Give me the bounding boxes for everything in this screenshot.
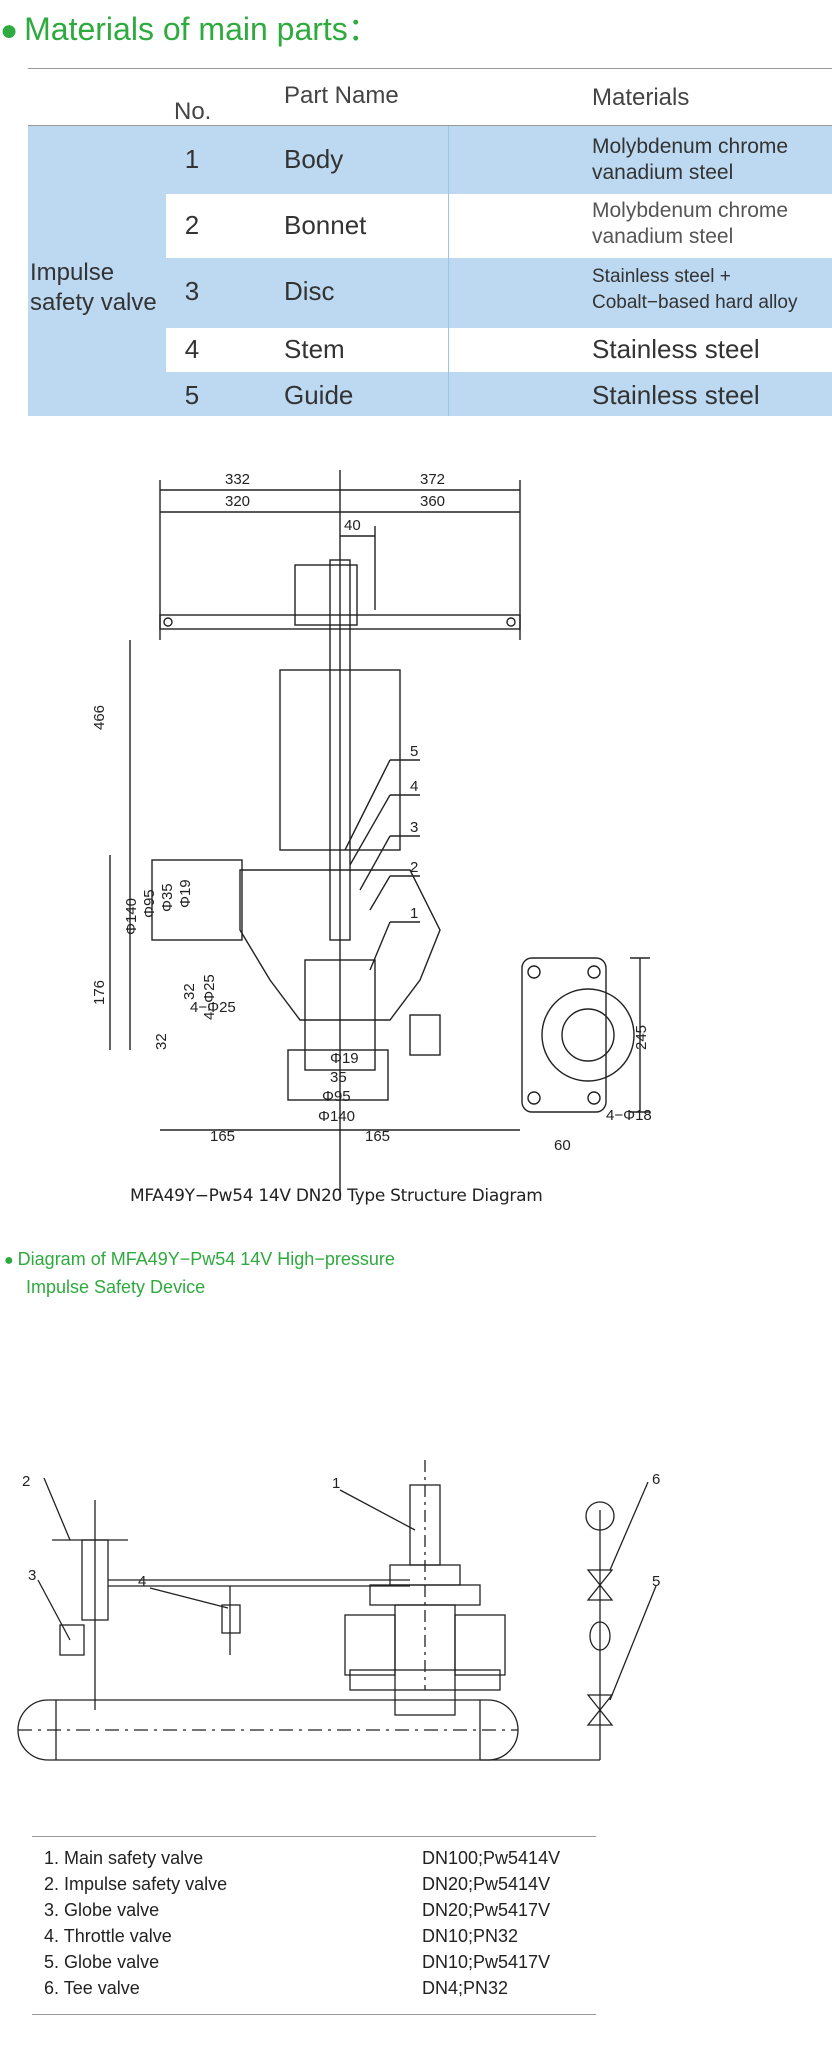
bullet-icon: ● xyxy=(0,14,19,47)
main-safety-valve xyxy=(344,1460,506,1716)
bullet-icon: ● xyxy=(4,1252,14,1269)
dim-332: 332 xyxy=(225,471,250,488)
dim-phi35: Φ35 xyxy=(159,883,176,912)
legend-item: 5. Globe valve xyxy=(44,1952,160,1972)
callout-4: 4 xyxy=(410,778,418,795)
dim-466: 466 xyxy=(91,705,108,730)
dim-320: 320 xyxy=(225,493,250,510)
dim-32: 32 xyxy=(153,1033,170,1050)
dim-phi140-bottom: Φ140 xyxy=(318,1108,355,1125)
legend-spec: DN4;PN32 xyxy=(422,1978,509,1998)
row-no: 5 xyxy=(184,380,200,410)
dim-32-left: 32 xyxy=(181,983,198,1000)
device-callout-1: 1 xyxy=(332,1475,340,1492)
device-callout-5: 5 xyxy=(652,1573,660,1590)
device-callout-3: 3 xyxy=(28,1567,36,1584)
table-rule-top xyxy=(28,68,832,69)
dim-165-left: 165 xyxy=(210,1128,235,1145)
top-head xyxy=(294,564,358,626)
flange-side-view xyxy=(409,957,650,1113)
table-row-alt xyxy=(166,328,832,372)
row-material: Stainless steel xyxy=(592,380,760,410)
callout-3: 3 xyxy=(410,819,418,836)
device-callout-6: 6 xyxy=(652,1471,660,1488)
dim-60: 60 xyxy=(554,1137,571,1154)
row-no: 1 xyxy=(184,144,200,174)
legend-spec: DN20;Pw5417V xyxy=(422,1900,551,1920)
table-row-alt xyxy=(166,194,832,258)
legend-item: 1. Main safety valve xyxy=(44,1848,204,1868)
dim-4-phi25: 4−Φ25 xyxy=(190,999,236,1016)
legend-item: 2. Impulse safety valve xyxy=(44,1874,228,1894)
dim-texts: 332 320 372 360 40 466 176 xyxy=(91,471,445,1005)
row-no: 4 xyxy=(184,334,200,364)
table-rule-header xyxy=(28,125,832,126)
row-part: Body xyxy=(284,144,344,174)
dim-40: 40 xyxy=(344,517,361,534)
dimension-lines xyxy=(109,470,521,1200)
table-col-divider xyxy=(448,126,449,416)
legend-spec: DN20;Pw5414V xyxy=(422,1874,551,1894)
structure-caption: MFA49Y−Pw54 14V DN20 Type Structure Diag… xyxy=(130,1186,543,1206)
dim-35-bottom: 35 xyxy=(330,1069,347,1086)
legend-rule-top xyxy=(32,1836,596,1837)
callout-5: 5 xyxy=(410,743,418,760)
stem xyxy=(329,559,351,941)
device-callout-4: 4 xyxy=(138,1573,146,1590)
legend-spec: DN10;PN32 xyxy=(422,1926,519,1946)
dim-176: 176 xyxy=(91,980,108,1005)
materials-table: No. Part Name Materials Impulse safety v… xyxy=(28,68,832,416)
legend-spec: DN10;Pw5417V xyxy=(422,1952,551,1972)
legend-item: 3. Globe valve xyxy=(44,1900,160,1920)
row-part: Disc xyxy=(284,276,335,306)
callout-1: 1 xyxy=(410,905,418,922)
legend-item: 6. Tee valve xyxy=(44,1978,140,1998)
dim-4-phi18: 4−Φ18 xyxy=(606,1107,652,1124)
row-no: 3 xyxy=(184,276,200,306)
header-part-name: Part Name xyxy=(284,82,399,109)
row-part: Guide xyxy=(284,380,354,410)
device-callout-2: 2 xyxy=(22,1473,30,1490)
dim-phi19: Φ19 xyxy=(177,879,194,908)
row-material: Stainless steel xyxy=(592,334,760,364)
header-materials: Materials xyxy=(592,84,690,111)
legend-item: 4. Throttle valve xyxy=(44,1926,172,1946)
inlet-flange xyxy=(151,859,243,941)
row-part: Bonnet xyxy=(284,210,367,240)
dim-165-right: 165 xyxy=(365,1128,390,1145)
callout-2: 2 xyxy=(410,859,418,876)
gauge-line xyxy=(480,1501,615,1761)
dim-phi95-bottom: Φ95 xyxy=(322,1088,351,1105)
dim-phi95: Φ95 xyxy=(141,889,158,918)
row-part: Stem xyxy=(284,334,345,364)
section-title: ●Materials of main parts： xyxy=(0,11,380,47)
device-callouts xyxy=(37,1477,657,1701)
valve-body xyxy=(239,869,441,1021)
outlet-neck xyxy=(304,959,376,1071)
lever-arm xyxy=(159,614,521,630)
dim-372: 372 xyxy=(420,471,445,488)
device-diagram-title: ●Diagram of MFA49Y−Pw54 14V High−pressur… xyxy=(4,1249,395,1297)
dim-phi140: Φ140 xyxy=(123,898,140,935)
legend-spec: DN100;Pw5414V xyxy=(422,1848,561,1868)
dim-phi19-bottom: Φ19 xyxy=(330,1050,359,1067)
device-diagram: 2 1 6 3 4 5 xyxy=(17,1460,660,1761)
row-no: 2 xyxy=(184,210,200,240)
callouts xyxy=(344,759,420,971)
dim-4-phi25-left: 4−Φ25 xyxy=(201,974,218,1020)
outlet-flange xyxy=(287,1049,389,1101)
dim-245: 245 xyxy=(633,1025,650,1050)
throttle-valve xyxy=(221,1586,241,1655)
dim-360: 360 xyxy=(420,493,445,510)
legend-rule-bottom xyxy=(32,2014,596,2015)
group-label: Impulse safety valve xyxy=(30,259,157,316)
steam-drum xyxy=(17,1699,519,1761)
structure-diagram: 332 320 372 360 40 466 176 5 4 3 2 1 Φ14… xyxy=(91,470,652,1200)
row-material: Stainless steel +Cobalt−based hard alloy xyxy=(592,266,798,313)
impulse-safety-valve xyxy=(52,1500,128,1710)
header-no: No. xyxy=(174,98,212,125)
